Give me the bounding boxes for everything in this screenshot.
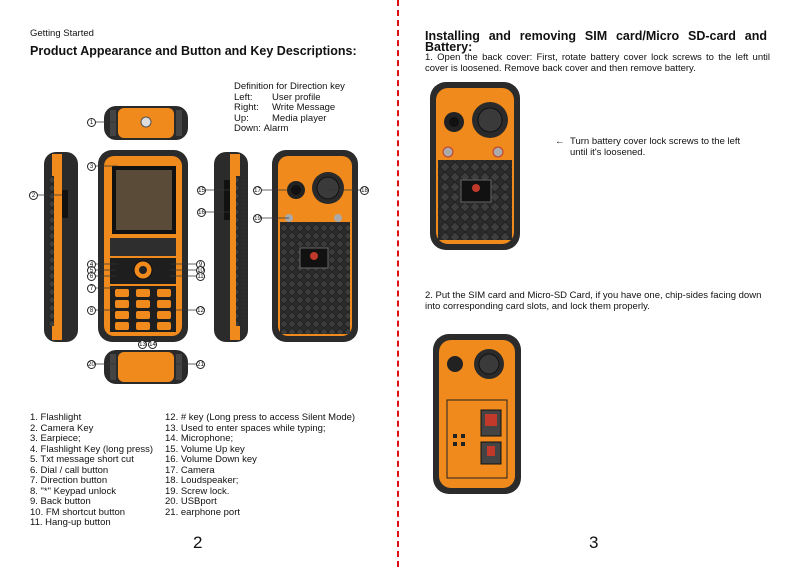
step-1-text: 1. Open the back cover: First, rotate ba…	[425, 52, 770, 74]
callout-21: 21	[196, 360, 205, 369]
key-item: 6. Dial / call button	[30, 464, 109, 476]
callout-18: 18	[360, 186, 369, 195]
key-list-col1: 1. Flashlight 2. Camera Key 3. Earpiece;…	[30, 412, 154, 529]
page-divider	[397, 0, 399, 567]
callout-20: 20	[87, 360, 96, 369]
phone-sim-slot-image	[433, 334, 521, 494]
key-item: 11. Hang-up button	[30, 517, 111, 528]
callout-11: 11	[196, 272, 205, 281]
phone-left-side-view	[44, 152, 78, 342]
phone-back-view	[272, 150, 358, 342]
key-item: 17. Camera	[165, 464, 215, 476]
key-item: 10. FM shortcut button	[30, 506, 126, 518]
key-item: 16. Volume Down key	[165, 454, 257, 465]
direction-row-up: Up:Media player	[234, 112, 327, 124]
callout-12: 12	[196, 306, 205, 315]
key-item: 1. Flashlight	[30, 412, 82, 423]
direction-row-right: Right:Write Message	[234, 102, 336, 113]
page-number-right: 3	[589, 533, 599, 552]
phone-right-side-view	[214, 152, 248, 342]
key-item: 8. "*" Keypad unlock	[30, 485, 116, 497]
key-list-col2: 12. # key (Long press to access Silent M…	[165, 412, 356, 518]
arrow-left-icon: ←	[555, 136, 565, 147]
phone-back-open-image	[430, 82, 520, 250]
key-item: 5. Txt message short cut	[30, 454, 134, 465]
page-header: Getting Started	[30, 28, 94, 39]
callout-6: 6	[87, 272, 96, 281]
key-item: 4. Flashlight Key (long press)	[30, 443, 154, 455]
key-item: 3. Earpiece;	[30, 433, 81, 444]
step-2-text: 2. Put the SIM card and Micro-SD Card, i…	[425, 290, 762, 312]
key-item: 19. Screw lock.	[165, 485, 230, 497]
key-item: 2. Camera Key	[30, 422, 94, 434]
callout-15: 15	[197, 186, 206, 195]
callout-17: 17	[253, 186, 262, 195]
key-item: 9. Back button	[30, 496, 91, 507]
direction-key-definition: Definition for Direction key Left:User p…	[234, 81, 374, 135]
key-item: 7. Direction button	[30, 475, 108, 486]
key-item: 13. Used to enter spaces while typing;	[165, 422, 326, 434]
phone-diagram	[38, 106, 360, 384]
callout-8: 8	[87, 306, 96, 315]
direction-row-left: Left:User profile	[234, 91, 321, 103]
callout-16: 16	[197, 208, 206, 217]
callout-14: 14	[148, 340, 157, 349]
page-number-left: 2	[193, 533, 203, 552]
callout-7: 7	[87, 284, 96, 293]
page-title: Product Appearance and Button and Key De…	[30, 44, 357, 58]
callout-3: 3	[87, 162, 96, 171]
callout-19: 19	[253, 214, 262, 223]
key-item: 14. Microphone;	[165, 433, 234, 444]
key-item: 12. # key (Long press to access Silent M…	[165, 412, 356, 423]
key-item: 18. Loudspeaker;	[165, 475, 239, 486]
callout-2: 2	[29, 191, 38, 200]
phone-front-view	[98, 150, 188, 342]
direction-row-down: Down: Alarm	[234, 123, 289, 134]
install-title: Installing and removing SIM card/Micro S…	[425, 29, 767, 54]
rotate-note: Turn battery cover lock screws to the le…	[570, 136, 741, 158]
key-item: 21. earphone port	[165, 506, 241, 518]
key-item: 15. Volume Up key	[165, 443, 245, 455]
callout-1: 1	[87, 118, 96, 127]
phone-bottom-view	[104, 350, 188, 384]
callout-13: 13	[138, 340, 147, 349]
direction-key-title: Definition for Direction key	[234, 81, 345, 92]
key-item: 20. USBport	[165, 496, 217, 507]
phone-top-view	[104, 106, 188, 140]
